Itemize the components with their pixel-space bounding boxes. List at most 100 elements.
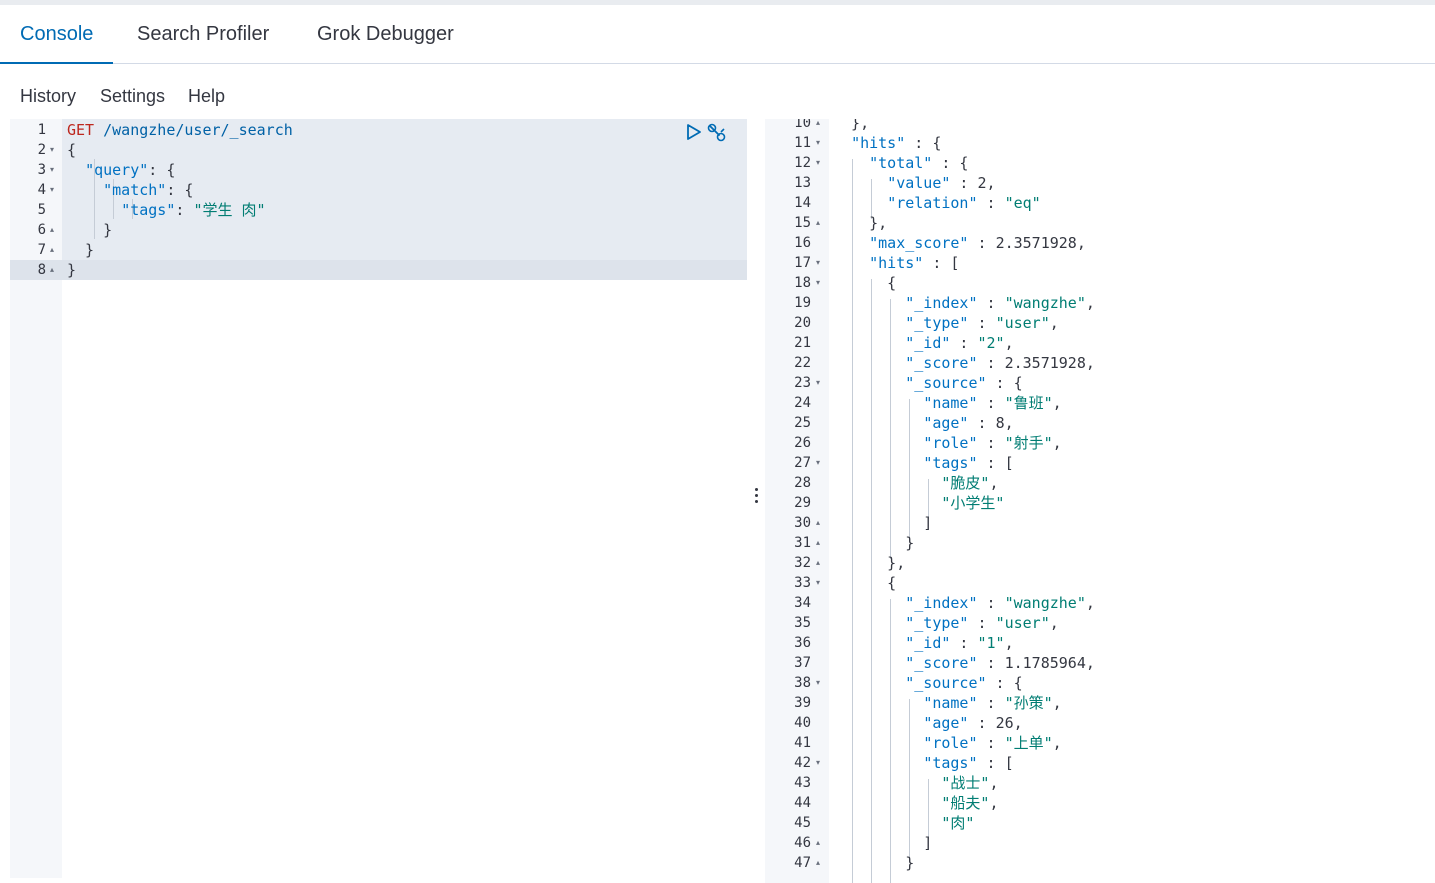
code-line: "max_score" : 2.3571928,: [833, 233, 1086, 253]
fold-down-icon[interactable]: ▾: [816, 258, 821, 267]
wrench-icon[interactable]: [706, 122, 728, 144]
code-line: "_index" : "wangzhe",: [833, 293, 1095, 313]
code-line: "hits" : [: [833, 253, 959, 273]
code-token: "_index": [905, 594, 978, 612]
response-viewer[interactable]: 10▴ },11▾ "hits" : {12▾ "total" : {13 "v…: [765, 119, 1435, 883]
tab-console[interactable]: Console: [0, 5, 114, 64]
code-token: },: [833, 214, 888, 232]
code-token: : [: [923, 254, 960, 272]
line-number: 43: [794, 775, 811, 791]
line-number: 20: [794, 315, 811, 331]
code-token: "船夫": [941, 794, 990, 812]
fold-down-icon[interactable]: ▾: [816, 458, 821, 467]
code-token: "match": [103, 181, 167, 199]
code-token: :: [950, 334, 978, 352]
code-line: GET /wangzhe/user/_search: [67, 120, 293, 140]
line-number: 37: [794, 655, 811, 671]
code-token: :: [950, 174, 978, 192]
fold-up-icon[interactable]: ▴: [816, 858, 821, 867]
code-token: [833, 414, 923, 432]
line-number: 6: [37, 222, 46, 238]
fold-down-icon[interactable]: ▾: [816, 758, 821, 767]
fold-up-icon[interactable]: ▴: [50, 265, 55, 274]
fold-down-icon[interactable]: ▾: [816, 158, 821, 167]
fold-up-icon[interactable]: ▴: [816, 518, 821, 527]
indent-guide: [871, 279, 872, 883]
code-line: "role" : "射手",: [833, 433, 1062, 453]
console-menu: History Settings Help: [0, 64, 1435, 119]
fold-down-icon[interactable]: ▾: [816, 678, 821, 687]
line-number: 1: [37, 122, 46, 138]
indent-guide: [132, 199, 133, 219]
code-line: "query": {: [67, 160, 175, 180]
code-token: },: [833, 119, 870, 132]
line-number: 3: [37, 162, 46, 178]
code-token: ,: [1076, 234, 1086, 252]
line-number: 7: [37, 242, 46, 258]
tab-grok-debugger[interactable]: Grok Debugger: [317, 23, 454, 45]
code-token: ,: [989, 794, 999, 812]
fold-up-icon[interactable]: ▴: [50, 245, 55, 254]
line-number: 27: [794, 455, 811, 471]
code-line: "tags" : [: [833, 753, 1013, 773]
code-token: "tags": [923, 754, 978, 772]
fold-down-icon[interactable]: ▾: [816, 378, 821, 387]
fold-up-icon[interactable]: ▴: [816, 838, 821, 847]
line-number: 11: [794, 135, 811, 151]
fold-up-icon[interactable]: ▴: [816, 558, 821, 567]
code-token: ,: [1052, 434, 1062, 452]
code-line: "_id" : "1",: [833, 633, 1013, 653]
code-line: },: [833, 553, 905, 573]
fold-down-icon[interactable]: ▾: [50, 165, 55, 174]
code-token: ,: [1085, 354, 1095, 372]
code-token: [833, 594, 905, 612]
code-token: "hits": [869, 254, 924, 272]
code-line: "age" : 26,: [833, 713, 1022, 733]
code-token: "_id": [905, 334, 951, 352]
request-gutter: [10, 119, 62, 878]
code-token: [833, 394, 923, 412]
fold-down-icon[interactable]: ▾: [816, 138, 821, 147]
code-token: [833, 334, 905, 352]
settings-link[interactable]: Settings: [100, 86, 166, 106]
tab-search-profiler[interactable]: Search Profiler: [137, 23, 270, 45]
line-number: 33: [794, 575, 811, 591]
code-token: ,: [1085, 594, 1095, 612]
line-number: 24: [794, 395, 811, 411]
line-number: 4: [37, 182, 46, 198]
code-token: [833, 354, 905, 372]
fold-up-icon[interactable]: ▴: [816, 218, 821, 227]
code-line: },: [833, 213, 887, 233]
vertical-dots-icon[interactable]: [750, 485, 762, 509]
code-token: "学生 肉": [193, 201, 266, 219]
play-icon[interactable]: [684, 122, 706, 144]
fold-down-icon[interactable]: ▾: [50, 185, 55, 194]
code-token: : {: [148, 161, 176, 179]
code-token: "2": [977, 334, 1005, 352]
fold-up-icon[interactable]: ▴: [816, 538, 821, 547]
code-token: }: [67, 241, 95, 259]
code-token: [833, 154, 869, 172]
history-link[interactable]: History: [20, 86, 77, 106]
help-link[interactable]: Help: [188, 86, 226, 106]
line-number: 36: [794, 635, 811, 651]
fold-down-icon[interactable]: ▾: [50, 145, 55, 154]
code-line: "_source" : {: [833, 373, 1022, 393]
code-token: [833, 294, 905, 312]
fold-down-icon[interactable]: ▾: [816, 578, 821, 587]
fold-down-icon[interactable]: ▾: [816, 278, 821, 287]
code-token: :: [175, 201, 194, 219]
fold-up-icon[interactable]: ▴: [50, 225, 55, 234]
code-token: :: [977, 394, 1005, 412]
code-token: }: [833, 854, 915, 872]
code-token: [833, 754, 923, 772]
fold-up-icon[interactable]: ▴: [816, 119, 821, 127]
code-line: "role" : "上单",: [833, 733, 1061, 753]
code-token: ]: [833, 834, 933, 852]
code-token: "query": [85, 161, 149, 179]
code-token: [833, 434, 923, 452]
code-line: "name" : "孙策",: [833, 693, 1061, 713]
code-token: [833, 634, 905, 652]
code-token: {: [833, 574, 897, 592]
